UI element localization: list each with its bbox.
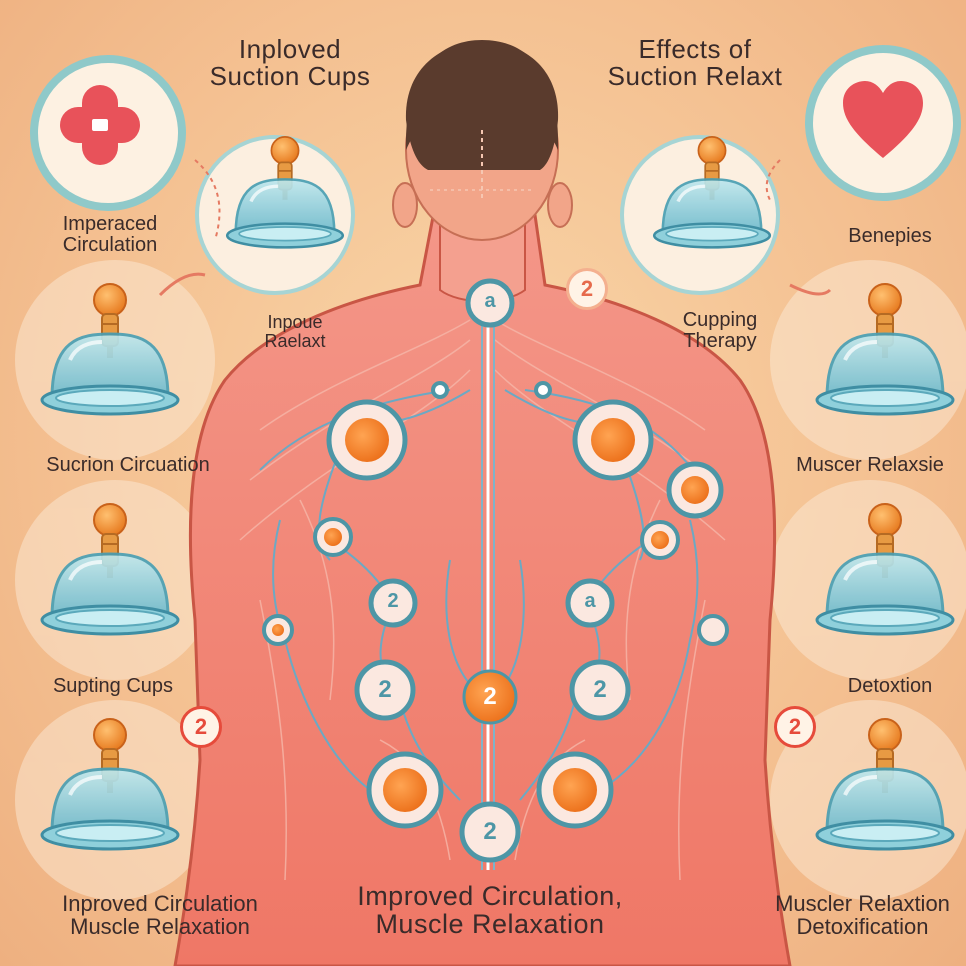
left-bottom-line1: Inproved Circulation <box>62 891 258 916</box>
right-bottom-label: Muscler Relaxtion Detoxification <box>760 892 965 938</box>
right-title: Effects of Suction Relaxt <box>590 34 800 92</box>
left-bottom-label: Inproved Circulation Muscle Relaxation <box>15 892 305 938</box>
right-title-line1: Effects of <box>638 34 752 64</box>
heart-icon-circle <box>805 45 961 201</box>
left-inner-label: Inpoue Raelaxt <box>225 313 365 351</box>
center-caption-line1: Improved Circulation, <box>357 881 623 911</box>
left-low-label: Supting Cups <box>52 675 174 697</box>
left-mid-label: Sucrion Circuation <box>46 454 210 476</box>
human-back <box>173 40 792 966</box>
right-side-badge: 2 <box>774 706 816 748</box>
right-low-label: Detoxtion <box>847 675 933 697</box>
marker-label: 2 <box>483 818 497 845</box>
right-title-line2: Suction Relaxt <box>607 61 783 92</box>
marker-label: a <box>584 590 596 612</box>
marker-label: 2 <box>378 676 392 703</box>
right-inner-label: Cupping Therapy <box>650 310 790 352</box>
heart-icon <box>843 81 923 158</box>
marker-label: 2 <box>593 676 607 703</box>
left-top-line1: Imperaced <box>62 213 158 235</box>
right-inner-line2: Therapy <box>683 330 757 352</box>
medical-cross-icon <box>60 85 140 165</box>
left-top-label: Imperaced Circulation <box>25 214 195 256</box>
right-bottom-line2: Detoxification <box>796 914 929 940</box>
marker-label: 2 <box>483 683 497 710</box>
left-side-badge: 2 <box>180 706 222 748</box>
left-bottom-line2: Muscle Relaxation <box>70 914 250 940</box>
left-title-line2: Suction Cups <box>209 61 371 92</box>
back-markers <box>262 278 729 863</box>
center-caption-line2: Muscle Relaxation <box>375 909 605 940</box>
left-title: Inploved Suction Cups <box>200 34 380 92</box>
left-inner-line1: Inpoue <box>267 312 323 332</box>
float-badge: 2 <box>566 268 608 310</box>
spine-top-label: a <box>484 290 496 312</box>
marker-label: 2 <box>387 590 399 612</box>
right-bottom-line1: Muscler Relaxtion <box>775 891 950 916</box>
left-title-line1: Inploved <box>238 34 342 64</box>
left-top-line2: Circulation <box>62 234 158 256</box>
left-inner-line2: Raelaxt <box>264 330 326 351</box>
medical-icon-circle <box>30 55 186 211</box>
right-mid-label: Muscer Relaxsie <box>796 454 944 476</box>
center-caption: Improved Circulation, Muscle Relaxation <box>340 882 640 939</box>
right-top-label: Benepies <box>848 225 932 247</box>
right-inner-line1: Cupping <box>682 309 758 331</box>
